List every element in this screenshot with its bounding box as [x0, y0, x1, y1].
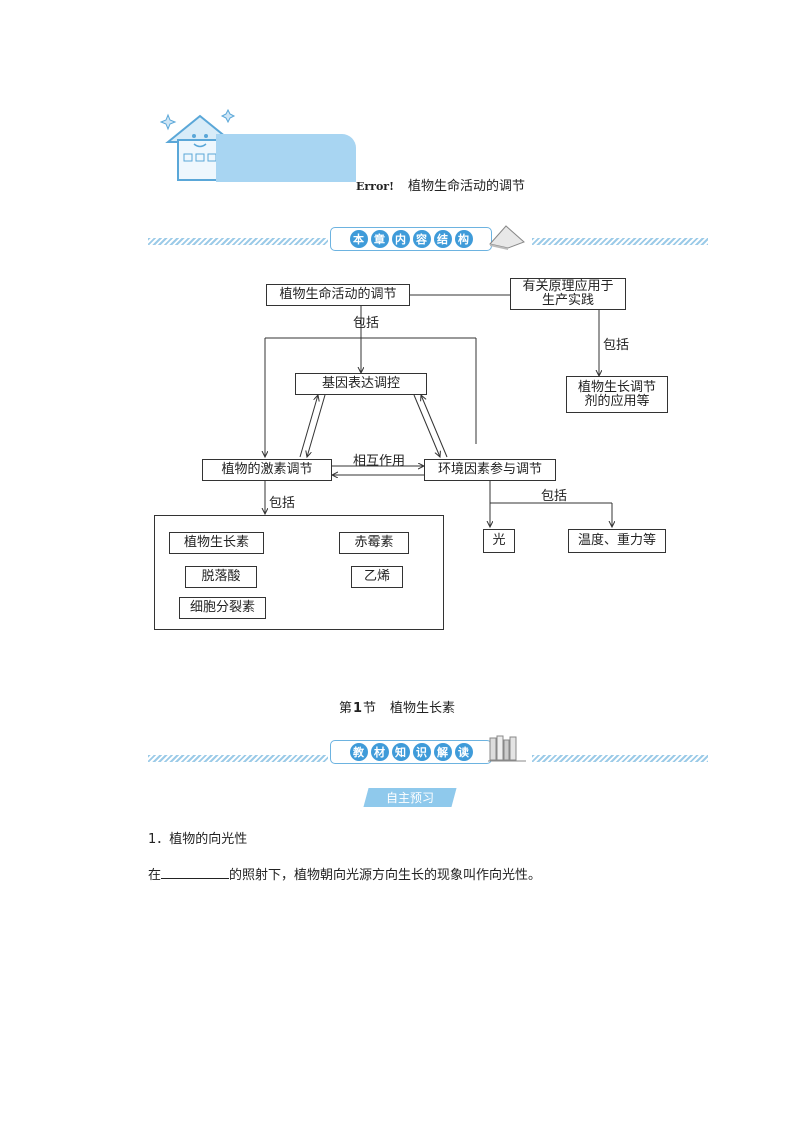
heading-phototropism: 1．植物的向光性 [148, 832, 248, 847]
book-icon [489, 225, 525, 250]
node-ethylene: 乙烯 [351, 566, 403, 588]
node-auxin: 植物生长素 [169, 532, 264, 554]
section-number: 1 [352, 701, 363, 716]
banner-char: 结 [433, 230, 452, 248]
para-before: 在 [148, 868, 162, 883]
banner-hatch-right [532, 238, 708, 245]
node-abscisic: 脱落酸 [185, 566, 257, 588]
section-suffix: 节 [363, 701, 377, 716]
fill-blank[interactable] [161, 866, 230, 879]
header-bar [216, 134, 356, 182]
hormone-group [154, 515, 444, 630]
node-root: 植物生命活动的调节 [266, 284, 410, 306]
banner-hatch-left [148, 238, 328, 245]
self-study-tag: 自主预习 [363, 788, 457, 807]
banner-char: 教 [349, 743, 368, 761]
error-text: Error! [356, 180, 394, 193]
node-hormone: 植物的激素调节 [202, 459, 332, 481]
node-cytokinin: 细胞分裂素 [179, 597, 266, 619]
node-temp: 温度、重力等 [568, 529, 666, 553]
label-interact: 相互作用 [353, 454, 406, 469]
diagram-lines [0, 294, 794, 700]
banner-char: 知 [391, 743, 410, 761]
section-prefix: 第 [338, 701, 352, 716]
banner-char: 解 [433, 743, 452, 761]
paragraph: 在 的照射下，植物朝向光源方向生长的现象叫作向光性。 [148, 864, 541, 883]
node-apply: 有关原理应用于生产实践 [510, 278, 626, 310]
banner-char: 构 [454, 230, 473, 248]
banner-char: 识 [412, 743, 431, 761]
para-after: 的照射下，植物朝向光源方向生长的现象叫作向光性。 [229, 868, 542, 883]
node-light: 光 [483, 529, 515, 553]
banner-char: 内 [391, 230, 410, 248]
banner-char: 本 [349, 230, 368, 248]
self-study-label: 自主预习 [385, 791, 434, 805]
banner-char: 章 [370, 230, 389, 248]
books-icon [488, 735, 526, 762]
node-gibberellin: 赤霉素 [339, 532, 409, 554]
banner-char: 材 [370, 743, 389, 761]
banner-structure: 本 章 内 容 结 构 [330, 227, 492, 251]
label-include: 包括 [353, 316, 380, 331]
node-growth-regulator: 植物生长调节剂的应用等 [566, 376, 668, 413]
chapter-title: Error! 植物生命活动的调节 [356, 175, 525, 194]
banner-textbook: 教 材 知 识 解 读 [330, 740, 492, 764]
node-gene: 基因表达调控 [295, 373, 427, 395]
label-include: 包括 [541, 489, 568, 504]
section-title: 第1节植物生长素 [0, 697, 794, 716]
label-include: 包括 [269, 496, 296, 511]
chapter-name: 植物生命活动的调节 [407, 179, 525, 194]
banner-hatch-left [148, 755, 328, 762]
banner-char: 读 [454, 743, 473, 761]
label-include: 包括 [603, 338, 630, 353]
section-name: 植物生长素 [390, 701, 456, 716]
node-environment: 环境因素参与调节 [424, 459, 556, 481]
banner-char: 容 [412, 230, 431, 248]
banner-hatch-right [532, 755, 708, 762]
